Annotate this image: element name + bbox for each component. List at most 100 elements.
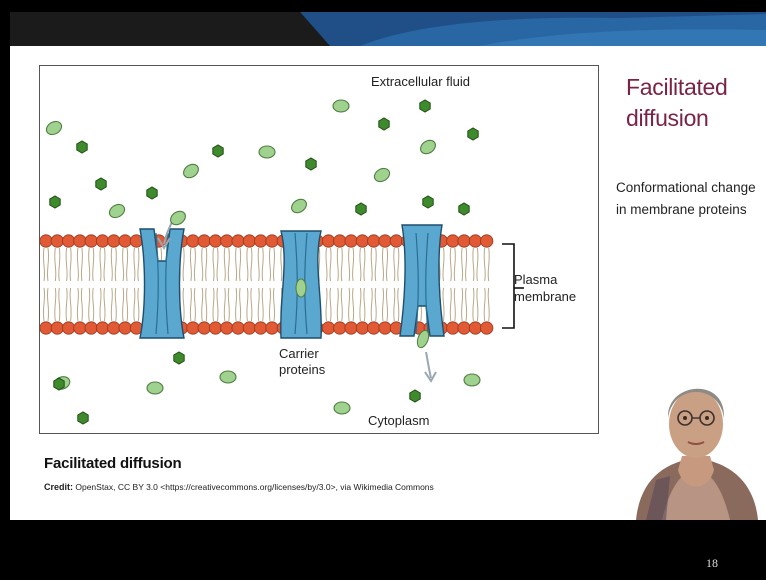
lipid-tail [360, 248, 365, 281]
molecule-oval [464, 374, 480, 386]
lipid-tail [55, 288, 60, 321]
figure-credit: Credit: OpenStax, CC BY 3.0 <https://cre… [44, 482, 434, 492]
lipid-tail [134, 288, 139, 321]
lipid-tail [213, 288, 218, 321]
phospholipid-head [368, 235, 380, 247]
lipid-tail [190, 288, 195, 321]
lipid-tail [450, 248, 455, 281]
title-line1: Facilitated [626, 72, 756, 103]
lipid-tail [89, 248, 94, 281]
lipid-tail [111, 288, 116, 321]
molecule-hexagon [50, 196, 60, 208]
subtitle-line1: Conformational change [616, 177, 761, 199]
phospholipid-head [458, 235, 470, 247]
phospholipid-head [447, 235, 459, 247]
phospholipid-head [390, 235, 402, 247]
phospholipid-head [469, 235, 481, 247]
molecule-oval [259, 146, 275, 158]
phospholipid-head [379, 235, 391, 247]
molecule-oval [296, 279, 306, 297]
carrier-proteins-label: Carrier proteins [279, 346, 325, 378]
membrane-bracket [502, 244, 514, 328]
lipid-tail [123, 248, 128, 281]
phospholipid-head [322, 322, 334, 334]
lipid-tail [394, 248, 399, 281]
lipid-tail [326, 288, 331, 321]
lipid-tail [269, 288, 274, 321]
lipid-tail [190, 248, 195, 281]
phospholipid-head [40, 322, 52, 334]
lipid-tail [349, 288, 354, 321]
molecule-hexagon [420, 100, 430, 112]
plasma-membrane-label: Plasma membrane [514, 271, 576, 305]
lipid-tail [66, 288, 71, 321]
phospholipid-head [232, 235, 244, 247]
slide-header-bar [0, 0, 766, 46]
molecule-hexagon [77, 141, 87, 153]
phospholipid-head [51, 235, 63, 247]
slide-title: Facilitated diffusion [626, 72, 756, 134]
phospholipid-head [198, 322, 210, 334]
phospholipid-head [108, 235, 120, 247]
lipid-tail [473, 248, 478, 281]
molecule-hexagon [459, 203, 469, 215]
phospholipid-head [481, 235, 493, 247]
phospholipid-head [85, 322, 97, 334]
phospholipid-head [62, 322, 74, 334]
molecule-hexagon [78, 412, 88, 424]
lipid-tail [473, 288, 478, 321]
phospholipid-head [356, 322, 368, 334]
carrier-label-line1: Carrier [279, 346, 325, 362]
lipid-tail [236, 248, 241, 281]
phospholipid-head [266, 235, 278, 247]
lipid-tail [89, 288, 94, 321]
phospholipid-head [74, 322, 86, 334]
phospholipid-head [469, 322, 481, 334]
phospholipid-head [322, 235, 334, 247]
cytoplasm-label: Cytoplasm [368, 413, 429, 428]
phospholipid-head [243, 322, 255, 334]
phospholipid-head [334, 322, 346, 334]
molecule-hexagon [356, 203, 366, 215]
lipid-tail [100, 288, 105, 321]
molecule-oval [333, 100, 349, 112]
phospholipid-head [108, 322, 120, 334]
phospholipid-head [209, 322, 221, 334]
lipid-tail [202, 288, 207, 321]
lipid-tail [462, 288, 467, 321]
phospholipid-head [96, 235, 108, 247]
phospholipid-head [368, 322, 380, 334]
phospholipid-head [345, 322, 357, 334]
molecule-hexagon [306, 158, 316, 170]
lipid-tail [337, 248, 342, 281]
lipid-tail [484, 288, 489, 321]
lipid-tail [258, 288, 263, 321]
lipid-tail [349, 248, 354, 281]
phospholipid-head [447, 322, 459, 334]
phospholipid-head [198, 235, 210, 247]
lipid-tail [77, 288, 82, 321]
lipid-tail [326, 248, 331, 281]
lipid-tail [111, 248, 116, 281]
lipid-tail [484, 248, 489, 281]
molecule-oval [220, 371, 236, 383]
molecule-hexagon [423, 196, 433, 208]
phospholipid-head [481, 322, 493, 334]
molecule-oval [181, 161, 201, 180]
phospholipid-head [221, 322, 233, 334]
lipid-tail [213, 248, 218, 281]
molecule-hexagon [96, 178, 106, 190]
slide-subtitle: Conformational change in membrane protei… [616, 177, 761, 221]
lipid-tail [382, 288, 387, 321]
phospholipid-head [119, 322, 131, 334]
molecule-hexagon [213, 145, 223, 157]
plasma-label-line2: membrane [514, 288, 576, 305]
phospholipid-head [187, 322, 199, 334]
lipid-tail [77, 248, 82, 281]
phospholipid-head [255, 322, 267, 334]
lipid-tail [394, 288, 399, 321]
lipid-tail [134, 248, 139, 281]
extracellular-fluid-label: Extracellular fluid [371, 74, 470, 89]
phospholipid-head [334, 235, 346, 247]
lipid-tail [382, 248, 387, 281]
